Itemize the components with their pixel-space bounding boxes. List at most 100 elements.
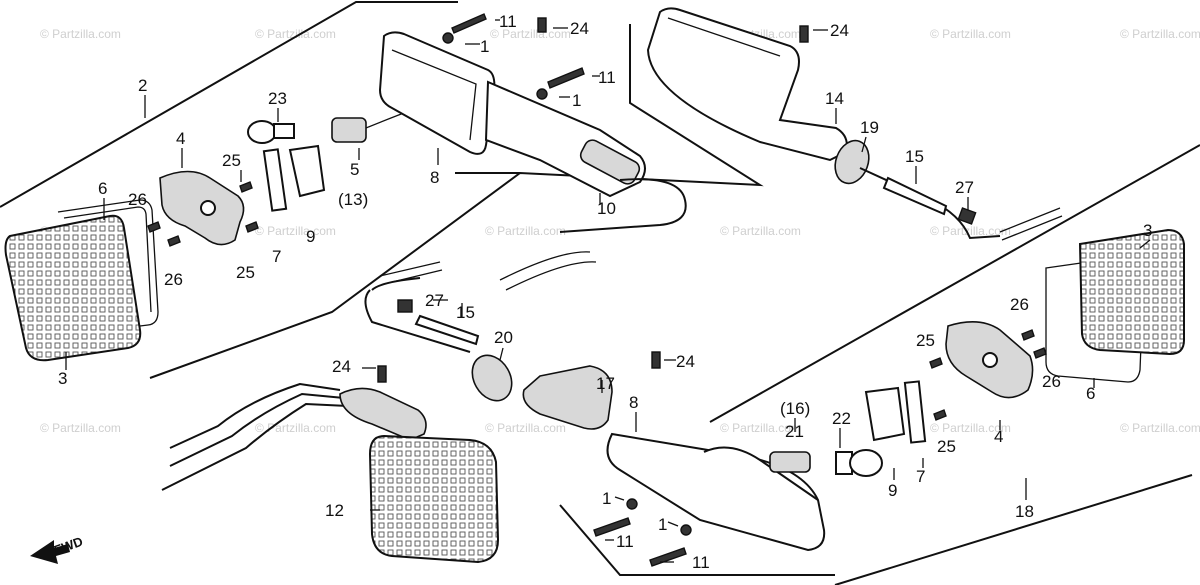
watermark: © Partzilla.com — [255, 27, 336, 41]
screw-11 — [451, 13, 487, 34]
callout-11: 11 — [598, 68, 616, 87]
wire-leads — [999, 207, 1063, 241]
callout-1: 1 — [658, 515, 667, 534]
signal-12-lens — [368, 434, 500, 564]
callout-22: 22 — [832, 409, 851, 428]
watermark: © Partzilla.com — [720, 224, 801, 238]
watermark: © Partzilla.com — [255, 224, 336, 238]
harness-10-leads — [499, 251, 597, 291]
callout-18: 18 — [1015, 502, 1034, 521]
harness-15 — [364, 289, 471, 353]
bulb-23-base — [273, 123, 295, 139]
screw-26 — [167, 235, 181, 247]
callout-16: (16) — [780, 399, 810, 418]
screw-25 — [245, 221, 259, 233]
wire-clip-15 — [414, 314, 480, 346]
watermark: © Partzilla.com — [930, 421, 1011, 435]
screw-11 — [649, 547, 687, 567]
washer-1 — [442, 32, 454, 44]
callout-7: 7 — [272, 247, 281, 266]
front-signal-edge — [667, 17, 781, 57]
callout-1: 1 — [602, 489, 611, 508]
bracket-hole — [982, 352, 998, 368]
callout-9: 9 — [306, 227, 315, 246]
callout-3: 3 — [1143, 221, 1152, 240]
socket-9 — [288, 144, 326, 198]
watermark: © Partzilla.com — [255, 421, 336, 435]
front-signal-body — [646, 7, 848, 162]
screw-11 — [547, 67, 585, 89]
callout-25: 25 — [937, 437, 956, 456]
pipe-10 — [579, 139, 641, 185]
wire-clip-15 — [882, 176, 948, 216]
watermark: © Partzilla.com — [1120, 421, 1200, 435]
leader-lines — [65, 19, 1151, 563]
fwd-arrow-icon — [30, 540, 70, 564]
screw-11 — [593, 517, 631, 537]
bolt-24 — [651, 351, 661, 369]
screw-25 — [239, 181, 253, 193]
callout-5: 5 — [350, 160, 359, 179]
callout-26: 26 — [1010, 295, 1029, 314]
signal-12-stem — [339, 387, 427, 441]
callout-25: 25 — [916, 331, 935, 350]
signal-12-wire — [161, 402, 349, 491]
washer-1 — [536, 88, 548, 100]
watermark: © Partzilla.com — [720, 421, 801, 435]
washer-1 — [680, 524, 692, 536]
callout-24: 24 — [830, 21, 849, 40]
callout-17: 17 — [596, 374, 615, 393]
center-harness — [364, 251, 597, 402]
screw-26 — [147, 221, 161, 233]
callout-7: 7 — [916, 467, 925, 486]
bulb-22 — [849, 449, 883, 477]
callout-15: 15 — [905, 147, 924, 166]
bolt-24 — [799, 25, 809, 43]
watermark: © Partzilla.com — [40, 421, 121, 435]
left-turn-signal-assembly — [4, 13, 687, 362]
assembly-18-outline — [559, 504, 835, 576]
signal-12-wire — [169, 382, 341, 449]
screw-26 — [1033, 347, 1047, 359]
watermark: © Partzilla.com — [485, 224, 566, 238]
nut-27 — [397, 299, 413, 313]
callout-24: 24 — [570, 19, 589, 38]
watermark: © Partzilla.com — [1120, 27, 1200, 41]
callout-23: 23 — [268, 89, 287, 108]
socket-9 — [864, 386, 906, 442]
callout-4: 4 — [176, 129, 185, 148]
callout-labels: 11 1 24 24 2 11 1 23 14 19 4 15 25 5 8 6… — [58, 12, 1152, 572]
callout-27: 27 — [425, 291, 444, 310]
watermark: © Partzilla.com — [490, 27, 571, 41]
callout-26: 26 — [1042, 372, 1061, 391]
callout-10: 10 — [597, 199, 616, 218]
bolt-24 — [377, 365, 387, 383]
bracket-hole — [200, 200, 216, 216]
assembly-18-outline — [834, 474, 1193, 585]
screw-26 — [1021, 329, 1035, 341]
washer-1 — [626, 498, 638, 510]
callout-21: 21 — [785, 422, 804, 441]
callout-19: 19 — [860, 118, 879, 137]
screw-25 — [929, 357, 943, 369]
front-right-turn-signal — [646, 7, 1063, 241]
front-left-turn-signal — [161, 365, 500, 564]
watermark: © Partzilla.com — [40, 27, 121, 41]
lens-3 — [1078, 228, 1185, 356]
gasket-6-inner — [63, 206, 152, 313]
watermark: © Partzilla.com — [930, 27, 1011, 41]
watermark: © Partzilla.com — [930, 224, 1011, 238]
grommet-20 — [471, 354, 513, 402]
callout-3: 3 — [58, 369, 67, 388]
callout-11: 11 — [616, 532, 634, 551]
socket-21 — [769, 451, 811, 473]
callout-26: 26 — [164, 270, 183, 289]
callout-15: 15 — [456, 303, 475, 322]
callout-2: 2 — [138, 76, 147, 95]
callout-1: 1 — [480, 37, 489, 56]
callout-8: 8 — [430, 168, 439, 187]
grommet-19 — [834, 139, 870, 185]
callout-12: 12 — [325, 501, 344, 520]
